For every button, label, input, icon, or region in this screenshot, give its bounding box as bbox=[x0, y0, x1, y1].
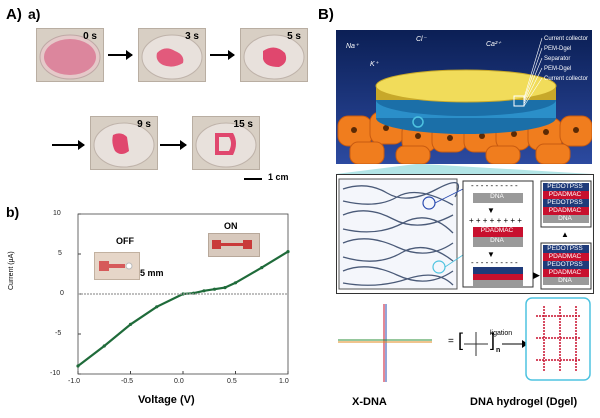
data-point-on bbox=[212, 287, 217, 291]
svg-text:=: = bbox=[448, 336, 454, 347]
data-point-on bbox=[233, 281, 238, 285]
data-point-on bbox=[155, 305, 159, 309]
device-scene bbox=[337, 37, 593, 165]
svg-text:▶: ▶ bbox=[533, 270, 540, 280]
series-line-on bbox=[77, 250, 289, 367]
svg-text:▼: ▼ bbox=[487, 206, 495, 215]
data-point-on bbox=[286, 250, 290, 254]
x-axis-label: Voltage (V) bbox=[138, 394, 195, 406]
dish-photo-0s: 0 s bbox=[36, 28, 104, 82]
flow-arrow bbox=[52, 140, 85, 150]
data-point-on bbox=[102, 344, 106, 348]
layer-label-pem-dgel-top: PEM-Dgel bbox=[544, 46, 572, 52]
y-tick-5: 5 bbox=[58, 250, 62, 257]
time-label-3s: 3 s bbox=[185, 31, 199, 42]
svg-text:- - - - - - - - - -: - - - - - - - - - - bbox=[471, 258, 518, 267]
panel-a-label: A) bbox=[6, 6, 22, 23]
on-device-photo bbox=[208, 233, 260, 257]
device-layer-labels: Current collector PEM-Dgel Separator PEM… bbox=[544, 34, 588, 84]
off-label: OFF bbox=[116, 236, 134, 246]
x-tick-05: 0.5 bbox=[227, 378, 237, 385]
flow-arrow bbox=[108, 50, 133, 60]
off-device-photo bbox=[94, 252, 140, 280]
layer-label-current-collector-bottom: Current collector bbox=[544, 76, 589, 82]
dish-photo-15s: 15 s bbox=[192, 116, 260, 170]
lbl-scene: - - - - - - - - - - ▼ + + + + + + + + ▼ … bbox=[338, 178, 592, 290]
x-tick-neg05: -0.5 bbox=[121, 378, 134, 385]
time-label-5s: 5 s bbox=[287, 31, 301, 42]
dish-5s-image bbox=[243, 34, 305, 80]
y-axis-label: Current (µA) bbox=[8, 251, 15, 290]
data-point-on bbox=[202, 289, 206, 293]
layer-pdadmac-rb2: PDADMAC bbox=[548, 269, 582, 276]
svg-text:- - - - - - - - - -: - - - - - - - - - - bbox=[471, 181, 518, 190]
zoom-funnel bbox=[336, 164, 592, 174]
time-label-0s: 0 s bbox=[83, 31, 97, 42]
svg-text:+ + + + + + + +: + + + + + + + + bbox=[469, 216, 522, 225]
subpanel-a-label: a) bbox=[28, 6, 41, 22]
scale-text-5mm: 5 mm bbox=[140, 268, 164, 278]
ion-cl: Cl⁻ bbox=[416, 36, 427, 43]
y-tick-neg10: -10 bbox=[50, 370, 61, 377]
layer-pedot-rt1: PEDOTPSS bbox=[547, 183, 583, 190]
svg-text:▲: ▲ bbox=[561, 230, 569, 239]
layer-pdadmac-rt2: PDADMAC bbox=[548, 207, 582, 214]
layer-pedot-rb1: PEDOTPSS bbox=[547, 245, 583, 252]
layer-pdadmac-rt1: PDADMAC bbox=[548, 191, 582, 198]
dish-0s-image bbox=[39, 34, 101, 80]
subpanel-b-label: b) bbox=[6, 204, 20, 220]
off-device-image bbox=[99, 261, 133, 271]
x-dna-label: X-DNA bbox=[352, 396, 387, 408]
ligation-label: ligation bbox=[490, 330, 513, 337]
dish-9s-image bbox=[93, 122, 155, 168]
on-label: ON bbox=[224, 221, 238, 231]
x-tick-neg1: -1.0 bbox=[68, 378, 81, 385]
data-point-on bbox=[223, 286, 227, 290]
svg-text:n: n bbox=[496, 347, 500, 354]
dgel-label: DNA hydrogel (Dgel) bbox=[470, 396, 578, 408]
ion-k: K⁺ bbox=[370, 61, 379, 68]
y-tick-neg5: -5 bbox=[55, 330, 62, 337]
layer-dna-rb: DNA bbox=[558, 277, 572, 284]
plot-marks bbox=[76, 213, 290, 375]
layer-pdadmac-1: PDADMAC bbox=[480, 227, 514, 234]
flow-arrow bbox=[210, 50, 235, 60]
x-tick-1: 1.0 bbox=[279, 378, 289, 385]
dish-3s-image bbox=[141, 34, 203, 80]
flow-arrow bbox=[160, 140, 187, 150]
device-illustration bbox=[336, 30, 593, 165]
svg-text:]: ] bbox=[490, 330, 495, 350]
scale-bar bbox=[244, 178, 262, 180]
layer-dna-rt: DNA bbox=[558, 215, 572, 222]
dish-15s-image bbox=[195, 122, 257, 168]
svg-text:▼: ▼ bbox=[487, 250, 495, 259]
svg-text:[: [ bbox=[458, 330, 463, 350]
data-point-on bbox=[260, 266, 264, 270]
time-label-15s: 15 s bbox=[233, 119, 253, 130]
y-tick-0: 0 bbox=[60, 290, 64, 297]
dish-photo-3s: 3 s bbox=[138, 28, 206, 82]
layer-dna-2: DNA bbox=[490, 237, 504, 244]
layer-label-separator: Separator bbox=[544, 56, 571, 62]
ion-na: Na⁺ bbox=[346, 43, 359, 50]
layer-pedot-rb2: PEDOTPSS bbox=[547, 261, 583, 268]
lbl-assembly-panel: - - - - - - - - - - ▼ + + + + + + + + ▼ … bbox=[336, 174, 594, 294]
x-tick-0: 0.0 bbox=[174, 378, 184, 385]
data-point-on bbox=[76, 364, 80, 368]
time-label-9s: 9 s bbox=[137, 119, 151, 130]
scale-text-1cm: 1 cm bbox=[268, 172, 289, 182]
layer-label-current-collector-top: Current collector bbox=[544, 36, 589, 42]
dna-structures: = [ ] n bbox=[338, 297, 591, 382]
data-point-on bbox=[128, 322, 133, 326]
dish-photo-5s: 5 s bbox=[240, 28, 308, 82]
layer-label-pem-dgel-bottom: PEM-Dgel bbox=[544, 66, 572, 72]
y-tick-10: 10 bbox=[53, 210, 61, 217]
on-device-image bbox=[212, 240, 252, 249]
layer-pedot-rt2: PEDOTPSS bbox=[547, 199, 583, 206]
layer-pdadmac-rb1: PDADMAC bbox=[548, 253, 582, 260]
panel-b-label: B) bbox=[318, 6, 334, 23]
layer-dna-1: DNA bbox=[490, 193, 504, 200]
ion-ca: Ca²⁺ bbox=[486, 41, 501, 48]
dish-photo-9s: 9 s bbox=[90, 116, 158, 170]
